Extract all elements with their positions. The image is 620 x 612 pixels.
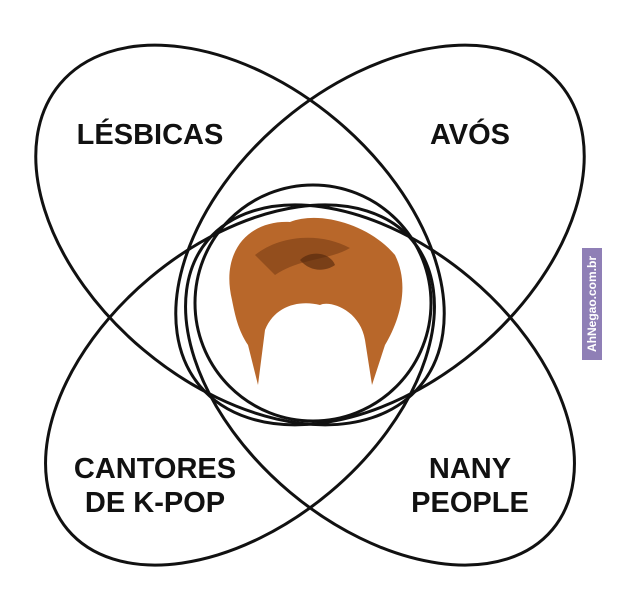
set-nany (184, 203, 576, 567)
watermark-text: AhNegao.com.br (585, 255, 599, 353)
hair-wig-image (229, 217, 403, 385)
label-nany-people: NANY PEOPLE (411, 453, 529, 519)
label-cantores-kpop: CANTORES DE K-POP (73, 453, 237, 519)
set-avos (174, 43, 586, 427)
set-lesbicas (34, 43, 446, 427)
center-circle (193, 183, 433, 423)
label-lesbicas: LÉSBICAS (76, 119, 224, 151)
label-avos: AVÓS (429, 119, 511, 151)
set-kpop (44, 203, 436, 567)
watermark: AhNegao.com.br (582, 248, 602, 360)
